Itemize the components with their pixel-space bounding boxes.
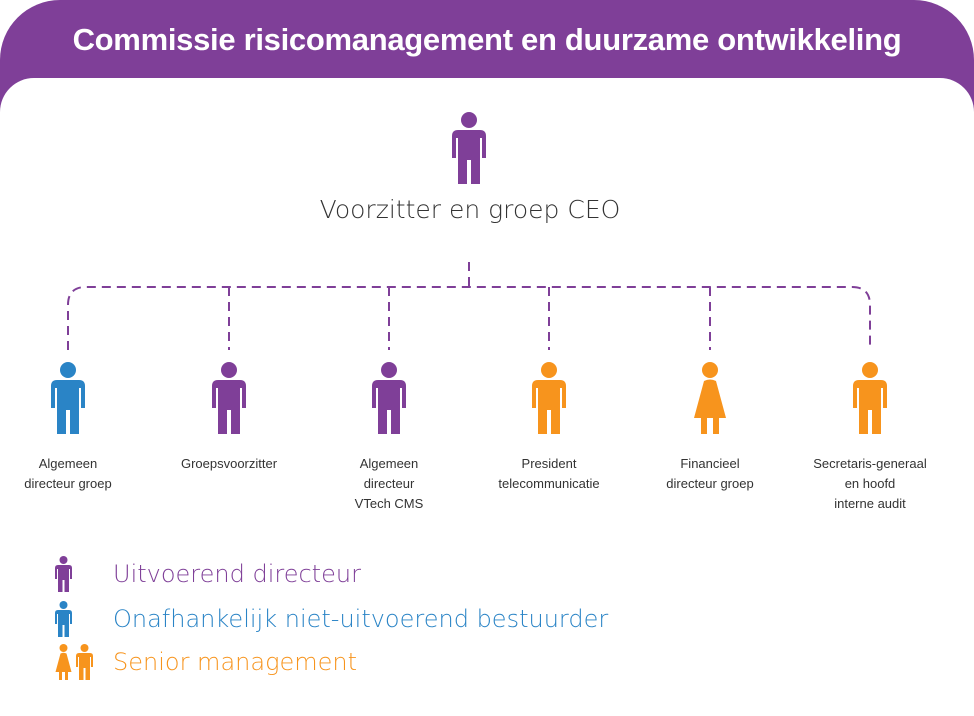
legend-label: Senior management	[113, 648, 357, 676]
male-person-icon	[853, 362, 887, 434]
male-person-icon	[51, 362, 85, 434]
member-card: Algemeen directeur VTech CMS	[309, 362, 469, 514]
member-card: President telecommunicatie	[469, 362, 629, 494]
male-person-icon	[212, 362, 246, 434]
member-card: Secretaris-generaal en hoofd interne aud…	[790, 362, 950, 514]
legend-label: Onafhankelijk niet-uitvoerend bestuurder	[113, 605, 609, 633]
member-label: Secretaris-generaal en hoofd interne aud…	[813, 456, 927, 511]
member-label: Financieel directeur groep	[666, 456, 754, 491]
member-label: Algemeen directeur groep	[24, 456, 112, 491]
member-card: Groepsvoorzitter	[149, 362, 309, 474]
member-label: Groepsvoorzitter	[180, 456, 278, 471]
legend-item-executive: Uitvoerend directeur	[55, 556, 361, 592]
female-person-icon	[55, 644, 72, 680]
legend-label: Uitvoerend directeur	[113, 560, 361, 588]
chart-panel	[0, 78, 974, 716]
member-label: Algemeen directeur VTech CMS	[354, 456, 424, 511]
ceo-person-icon	[452, 112, 486, 184]
male-person-icon	[532, 362, 566, 434]
legend-item-independent: Onafhankelijk niet-uitvoerend bestuurder	[55, 601, 608, 637]
legend-item-senior: Senior management	[55, 644, 357, 680]
member-card: Financieel directeur groep	[630, 362, 790, 494]
male-person-icon	[372, 362, 406, 434]
male-person-icon	[55, 601, 72, 637]
member-label: President telecommunicatie	[498, 456, 600, 491]
ceo-label: Voorzitter en groep CEO	[319, 195, 621, 224]
horizontal-connector	[67, 286, 871, 350]
male-person-icon	[55, 556, 72, 592]
female-person-icon	[693, 362, 727, 434]
page-title: Commissie risicomanagement en duurzame o…	[72, 22, 902, 57]
member-card: Algemeen directeur groep	[0, 362, 148, 494]
male-person-icon	[76, 644, 93, 680]
